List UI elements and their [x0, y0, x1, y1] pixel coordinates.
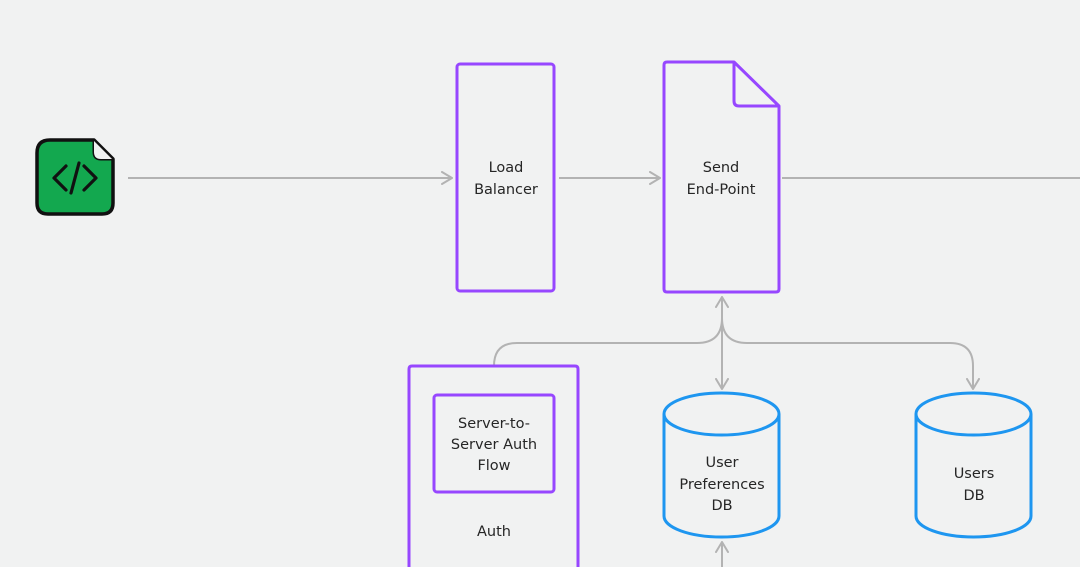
- load-balancer-label-line2: Balancer: [474, 182, 538, 198]
- user-prefs-db-label-line1: User: [705, 455, 738, 471]
- users-db-label-line2: DB: [963, 488, 984, 504]
- auth-flow-label-line3: Flow: [477, 458, 510, 474]
- send-endpoint-label-line2: End-Point: [687, 182, 756, 198]
- users-db-label-line1: Users: [954, 466, 995, 482]
- user-prefs-db-label-line2: Preferences: [679, 477, 764, 493]
- load-balancer-label-line1: Load: [489, 160, 524, 176]
- connector-to-auth-flow: [487, 317, 723, 390]
- send-endpoint-label-line1: Send: [703, 160, 740, 176]
- load-balancer-node[interactable]: Load Balancer: [455, 62, 556, 293]
- send-endpoint-node[interactable]: Send End-Point: [662, 60, 781, 294]
- code-file-icon[interactable]: [35, 138, 115, 216]
- users-db-node[interactable]: Users DB: [914, 391, 1033, 539]
- auth-flow-label-line2: Server Auth: [451, 437, 537, 453]
- auth-label: Auth: [477, 524, 511, 540]
- user-prefs-db-label-line3: DB: [711, 498, 732, 514]
- auth-flow-node[interactable]: Server-to- Server Auth Flow: [432, 393, 556, 494]
- connectors: [128, 171, 1080, 567]
- user-preferences-db-node[interactable]: User Preferences DB: [662, 391, 781, 539]
- connector-to-users-db: [721, 317, 980, 390]
- auth-flow-label-line1: Server-to-: [458, 416, 530, 432]
